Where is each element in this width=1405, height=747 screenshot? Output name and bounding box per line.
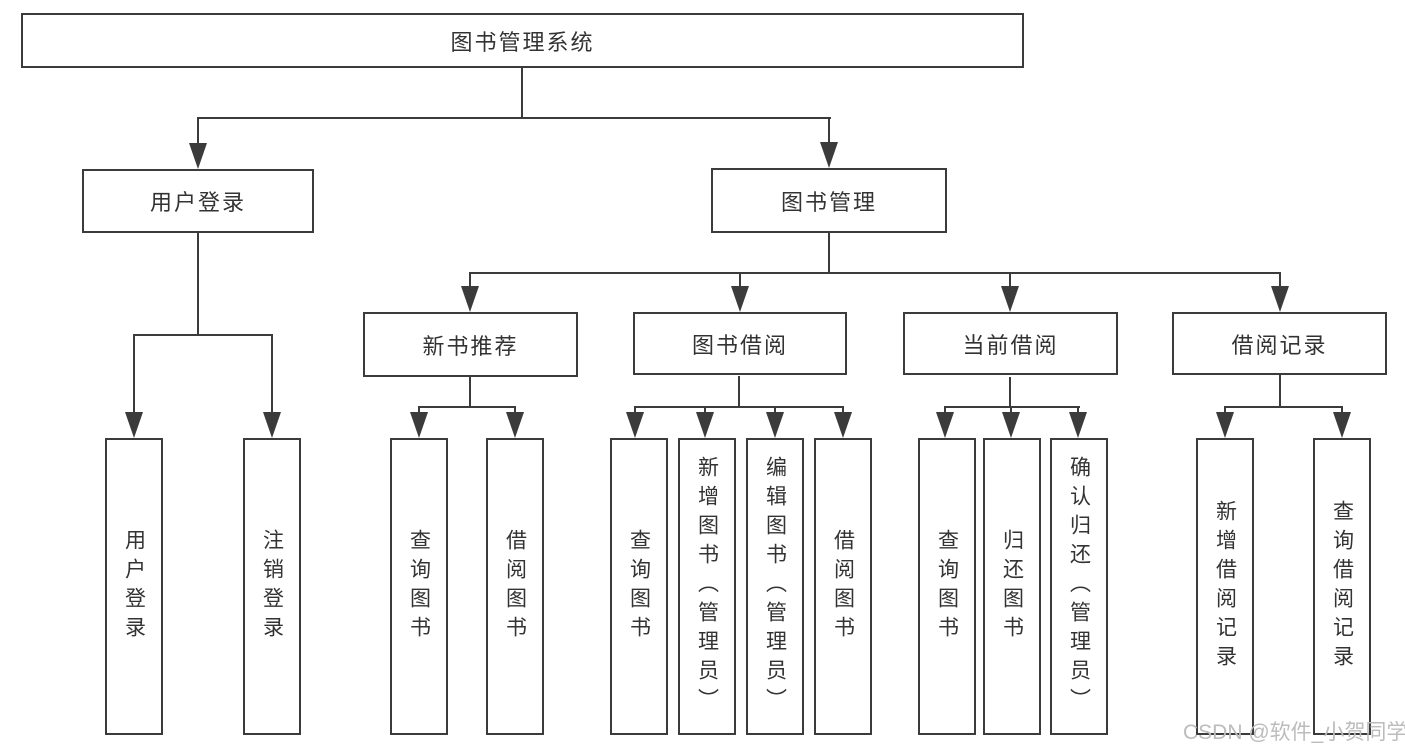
leaf-current-query-books: 查询图书: [918, 438, 976, 735]
connector-arrowhead: [461, 286, 479, 312]
connector-line: [469, 272, 471, 288]
leaf-current-return-books: 归还图书: [983, 438, 1041, 735]
connector-arrowhead: [189, 143, 207, 169]
leaf-records-query-record: 查询借阅记录: [1313, 438, 1371, 735]
leaf-borrow-edit-books-admin: 编辑图书（管理员）: [746, 438, 804, 735]
node-user-login: 用户登录: [82, 169, 314, 233]
connector-arrowhead: [731, 286, 749, 312]
connector-arrowhead: [1002, 412, 1020, 438]
connector-arrowhead: [263, 412, 281, 438]
node-new-book-recommend: 新书推荐: [363, 312, 578, 377]
connector-line: [133, 334, 273, 336]
connector-arrowhead: [506, 412, 524, 438]
leaf-current-confirm-return-admin: 确认归还（管理员）: [1050, 438, 1108, 735]
connector-line: [1279, 272, 1281, 288]
connector-line: [418, 406, 516, 408]
connector-line: [197, 117, 199, 145]
leaf-records-add-record: 新增借阅记录: [1196, 438, 1254, 735]
leaf-logout: 注销登录: [243, 438, 301, 735]
connector-arrowhead: [1216, 412, 1234, 438]
connector-line: [634, 406, 636, 414]
connector-line: [774, 406, 776, 414]
connector-line: [1010, 406, 1012, 414]
connector-line: [828, 233, 830, 274]
connector-arrowhead: [820, 142, 838, 168]
leaf-newbook-borrow-books: 借阅图书: [486, 438, 544, 735]
node-current-borrow: 当前借阅: [903, 312, 1118, 375]
csdn-watermark: CSDN @软件_小贺同学: [1183, 721, 1405, 744]
connector-line: [1224, 406, 1226, 414]
connector-arrowhead: [410, 412, 428, 438]
connector-line: [842, 406, 844, 414]
connector-line: [271, 334, 273, 412]
node-book-management: 图书管理: [711, 168, 947, 233]
connector-line: [1279, 375, 1281, 408]
connector-line: [634, 406, 844, 408]
connector-line: [1009, 272, 1011, 288]
connector-arrowhead: [766, 412, 784, 438]
connector-line: [521, 68, 523, 119]
connector-line: [944, 406, 946, 414]
connector-arrowhead: [125, 412, 143, 438]
connector-line: [1077, 406, 1079, 414]
connector-line: [1009, 377, 1011, 408]
leaf-borrow-query-books: 查询图书: [610, 438, 668, 735]
connector-line: [1341, 406, 1343, 414]
leaf-borrow-borrow-books: 借阅图书: [814, 438, 872, 735]
node-root: 图书管理系统: [21, 13, 1024, 68]
leaf-borrow-add-books-admin: 新增图书（管理员）: [678, 438, 736, 735]
leaf-user-login: 用户登录: [105, 438, 163, 735]
connector-line: [828, 117, 830, 145]
connector-arrowhead: [834, 412, 852, 438]
connector-arrowhead: [1069, 412, 1087, 438]
connector-line: [469, 377, 471, 408]
connector-arrowhead: [1271, 286, 1289, 312]
connector-line: [1224, 406, 1343, 408]
leaf-newbook-query-books: 查询图书: [390, 438, 448, 735]
connector-line: [944, 406, 1080, 408]
connector-arrowhead: [936, 412, 954, 438]
connector-line: [418, 406, 420, 414]
connector-line: [738, 376, 740, 408]
connector-line: [469, 272, 1281, 274]
connector-line: [197, 117, 831, 119]
node-borrow-records: 借阅记录: [1172, 312, 1387, 375]
connector-arrowhead: [696, 412, 714, 438]
connector-arrowhead: [1001, 286, 1019, 312]
connector-line: [197, 233, 199, 336]
connector-line: [739, 272, 741, 288]
connector-arrowhead: [1333, 412, 1351, 438]
connector-line: [704, 406, 706, 414]
connector-line: [514, 406, 516, 414]
node-book-borrow: 图书借阅: [633, 312, 847, 375]
connector-arrowhead: [626, 412, 644, 438]
connector-line: [133, 334, 135, 412]
